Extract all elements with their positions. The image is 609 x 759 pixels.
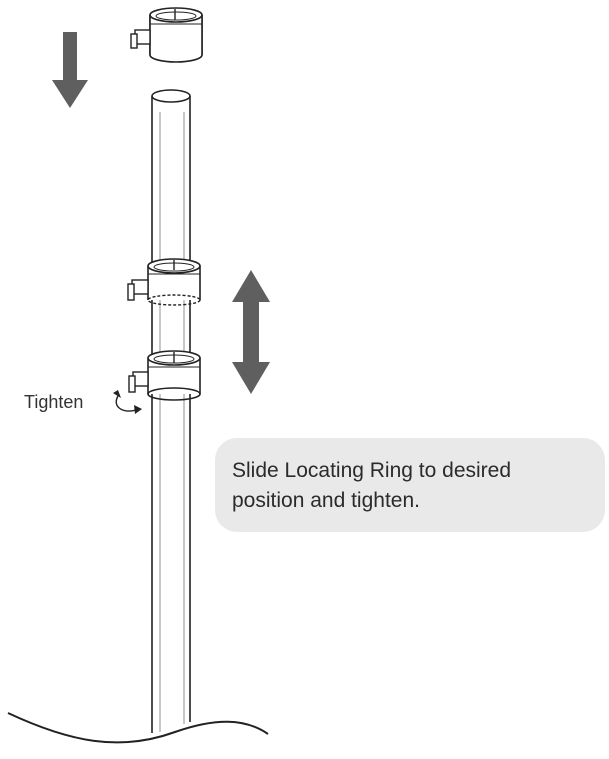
instruction-text: Slide Locating Ring to desired position … bbox=[232, 459, 512, 512]
curved-arrow-icon bbox=[113, 390, 142, 414]
arrow-up-down-icon bbox=[232, 270, 270, 394]
arrow-down-icon bbox=[52, 32, 88, 108]
tighten-label: Tighten bbox=[24, 392, 84, 412]
locating-ring-middle bbox=[127, 258, 201, 306]
pole bbox=[151, 89, 191, 733]
locating-ring-top bbox=[130, 7, 203, 63]
instruction-callout: Slide Locating Ring to desired position … bbox=[215, 438, 605, 532]
ground-line bbox=[7, 712, 269, 744]
locating-ring-lower bbox=[128, 350, 201, 401]
